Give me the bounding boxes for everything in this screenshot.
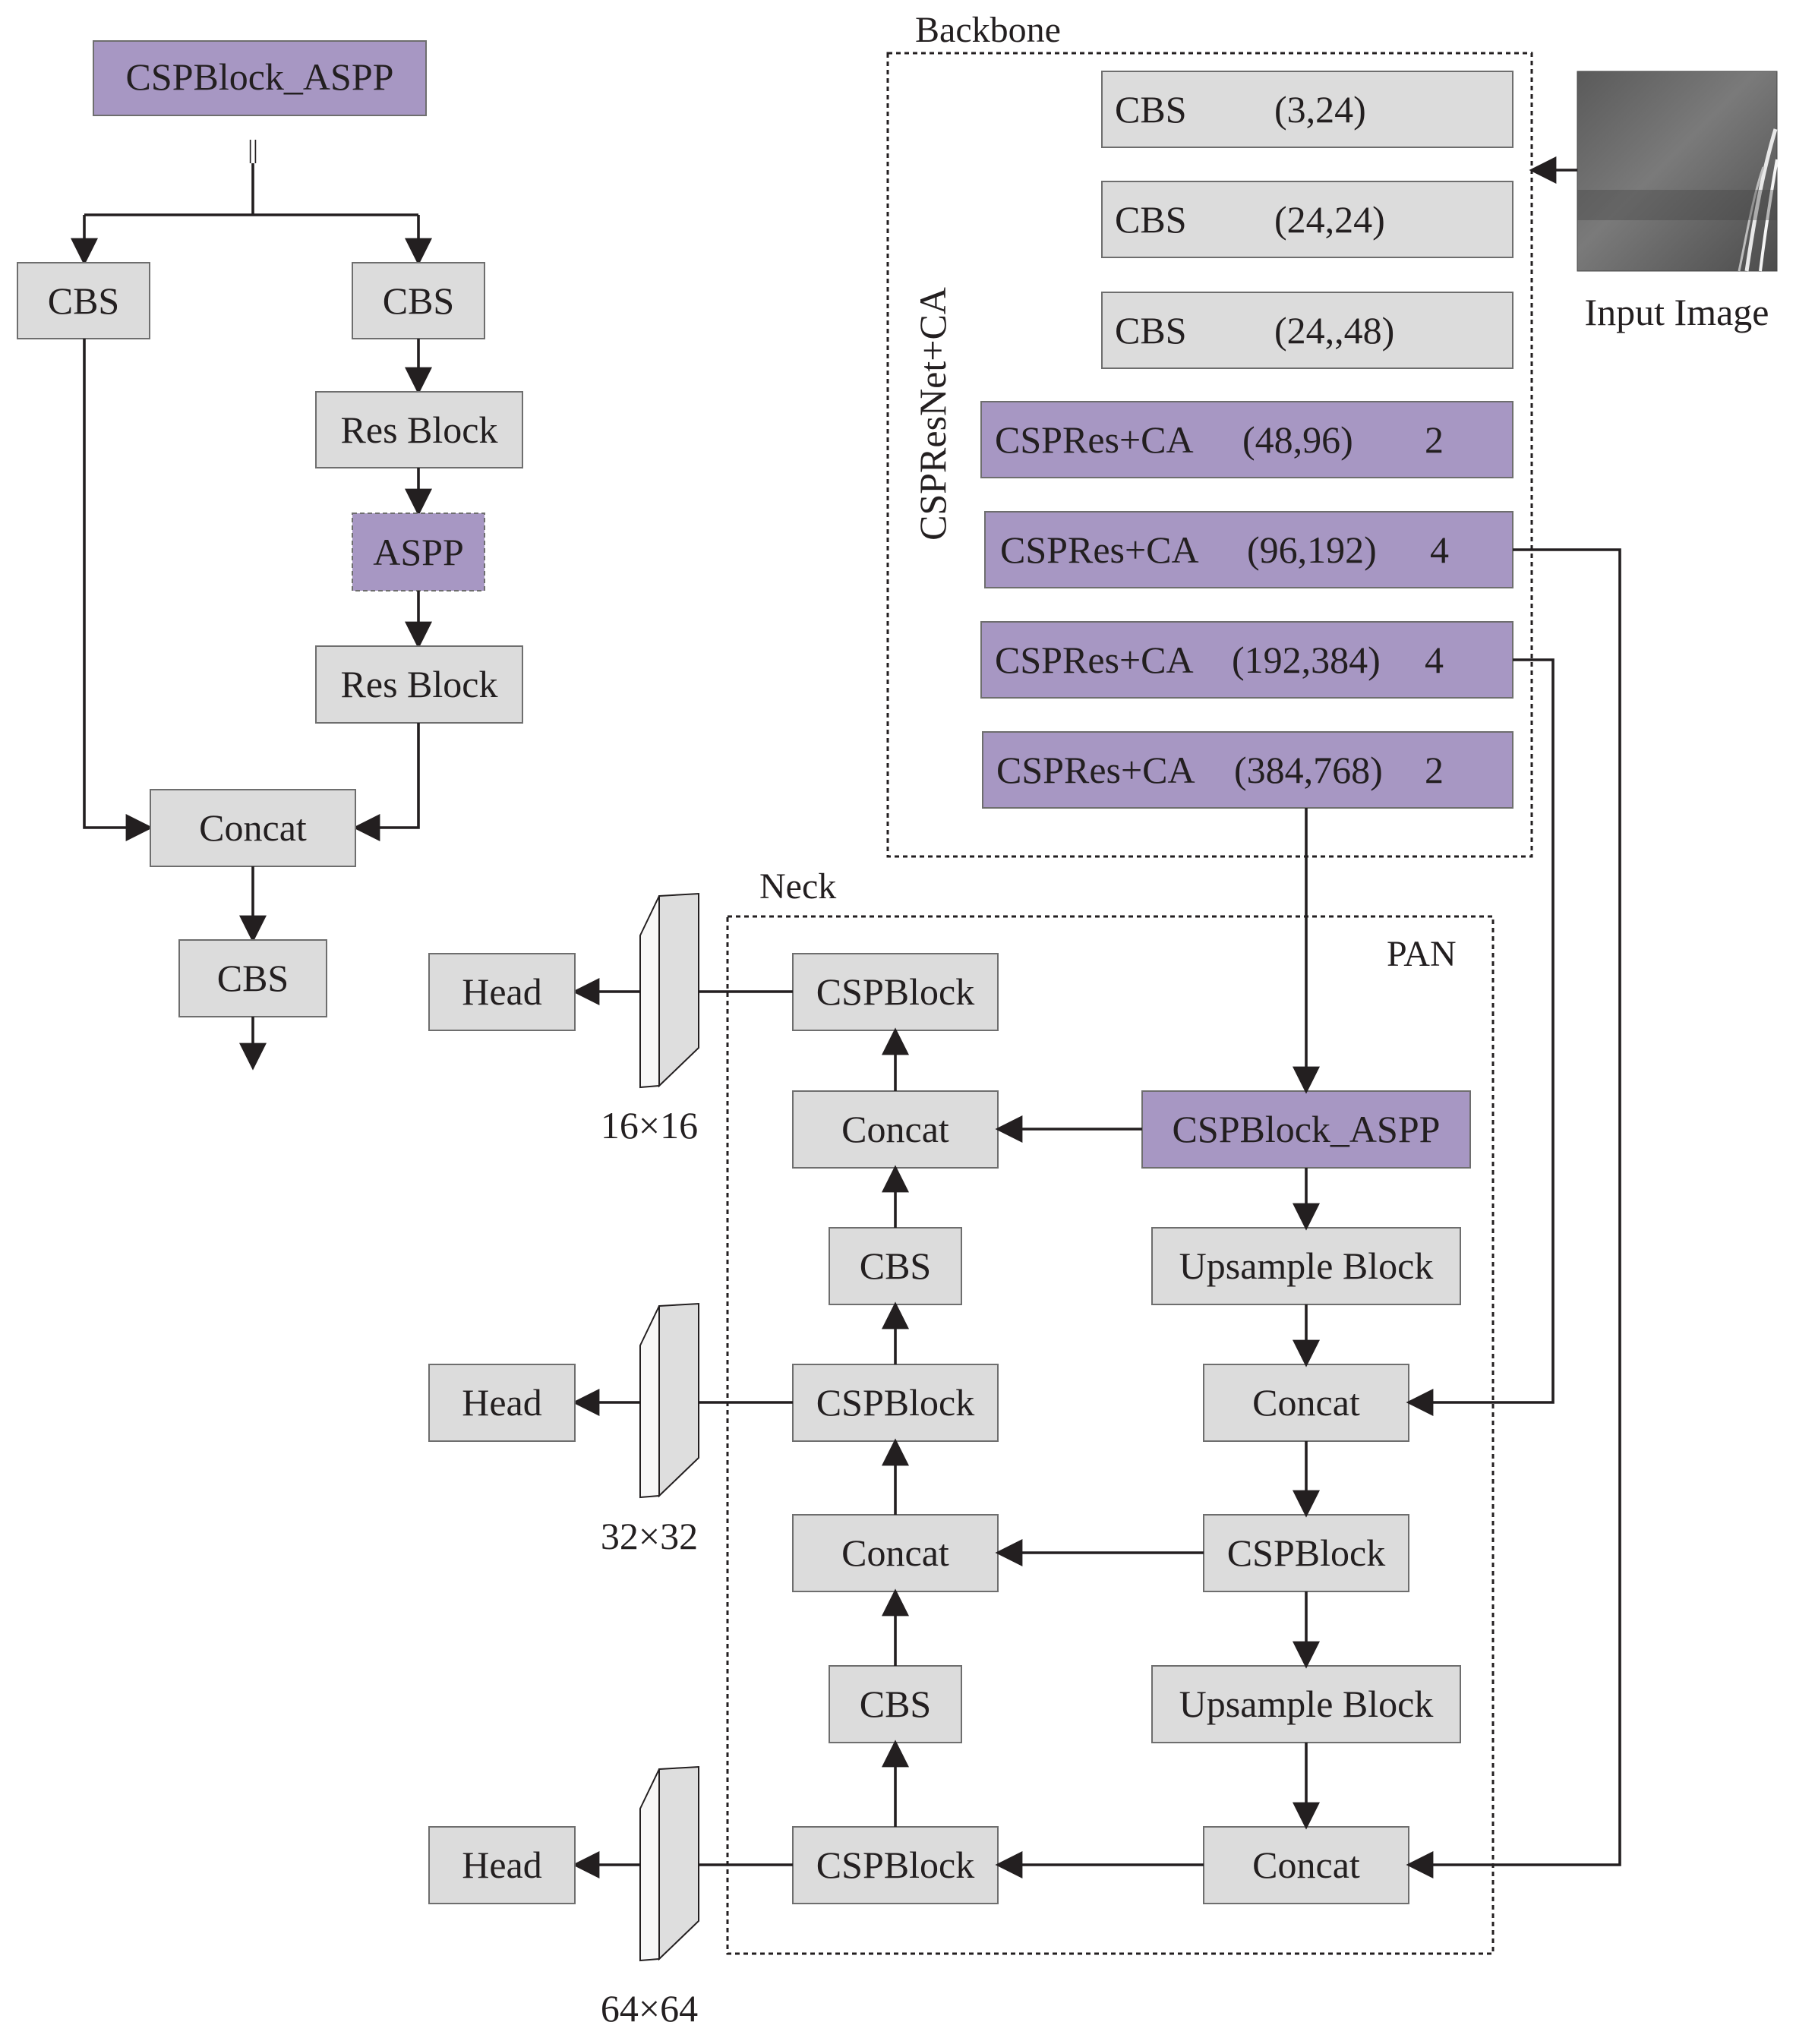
backbone-layer-7-name: CSPRes+CA — [996, 749, 1195, 791]
head-2-box — [428, 1364, 576, 1442]
backbone-layer-2-box — [1101, 181, 1514, 258]
pan-label: PAN — [1387, 934, 1457, 974]
backbone-layer-7-repeat: 2 — [1425, 749, 1444, 791]
neck-left-concat-top-box — [792, 1090, 999, 1169]
neck-left-concat-mid-box — [792, 1514, 999, 1592]
detail-left-cbs: CBS — [48, 279, 120, 322]
neck-frame — [726, 915, 1495, 1955]
backbone-layer-1-name: CBS — [1115, 88, 1187, 131]
neck-left-cspblock-mid-box — [792, 1364, 999, 1442]
detail-out-cbs: CBS — [217, 957, 289, 999]
split-connector — [84, 163, 418, 216]
neck-left-cspblock-mid: CSPBlock — [816, 1381, 974, 1424]
neck-right-cspblock-box — [1203, 1514, 1409, 1592]
neck-right-concat-2: Concat — [1252, 1844, 1360, 1886]
cspblock-aspp-detail: CSPBlock_ASPP || CBS CBS Res Block ASPP … — [17, 40, 523, 1071]
detail-title: CSPBlock_ASPP — [126, 55, 394, 98]
backbone-layer-4-name: CSPRes+CA — [995, 418, 1194, 461]
neck-right-concat-1-box — [1203, 1364, 1409, 1442]
backbone-layer-3-box — [1101, 292, 1514, 369]
neck-left-cspblock-top: CSPBlock — [816, 970, 974, 1013]
backbone-layer-2-name: CBS — [1115, 198, 1187, 241]
neck-right-cspblock: CSPBlock — [1227, 1531, 1385, 1574]
detail-aspp-box — [352, 513, 485, 591]
neck-upsample-1-box — [1151, 1227, 1461, 1305]
backbone-frame — [886, 52, 1533, 858]
neck-right-concat-1: Concat — [1252, 1381, 1360, 1424]
head-3: Head — [462, 1844, 542, 1886]
heads-section: 16×16 Head 32×32 Head 64×64 Head — [428, 892, 793, 2030]
backbone-layer-2-channels: (24,24) — [1274, 198, 1385, 241]
head-1: Head — [462, 970, 542, 1013]
neck-label: Neck — [759, 866, 836, 907]
backbone-layer-4-channels: (48,96) — [1242, 418, 1353, 461]
head-3-box — [428, 1826, 576, 1904]
detail-left-cbs-box — [17, 262, 150, 339]
backbone-layer-4-box — [980, 401, 1514, 478]
backbone-layer-5-box — [984, 511, 1514, 588]
skip-layer5-to-concat2 — [1406, 548, 1621, 1878]
input-image — [1577, 71, 1779, 272]
detail-concat-box — [150, 789, 356, 867]
backbone-layer-3-channels: (24,,48) — [1274, 309, 1394, 352]
feature-map-32 — [639, 1302, 699, 1499]
neck-cspblock-aspp: CSPBlock_ASPP — [1173, 1108, 1441, 1150]
detail-out-cbs-box — [178, 939, 327, 1017]
backbone-side-label: CSPResNet+CA — [911, 287, 954, 541]
detail-right-cbs: CBS — [383, 279, 455, 322]
backbone-layer-6-name: CSPRes+CA — [995, 639, 1194, 681]
detail-res-block-2: Res Block — [341, 663, 498, 705]
backbone-layer-6-channels: (192,384) — [1232, 639, 1381, 681]
skip-layer6-to-concat1 — [1406, 658, 1555, 1416]
feature-map-16 — [639, 892, 699, 1089]
neck-left-cbs-lower: CBS — [860, 1683, 932, 1725]
input-image-caption: Input Image — [1585, 291, 1769, 333]
feature-map-64-label: 64×64 — [601, 1987, 698, 2030]
feature-map-32-label: 32×32 — [601, 1515, 698, 1557]
backbone-layer-3-name: CBS — [1115, 309, 1187, 352]
neck-section: Neck PAN CSPBlock_ASPP Upsample Block Co… — [726, 548, 1621, 1955]
neck-left-cspblock-top-box — [792, 953, 999, 1031]
arrow-right-to-concat — [352, 723, 420, 841]
equals-sign: || — [248, 136, 258, 164]
detail-aspp: ASPP — [373, 531, 464, 573]
neck-upsample-2-box — [1151, 1665, 1461, 1743]
neck-left-cbs-upper: CBS — [860, 1244, 932, 1287]
head-2: Head — [462, 1381, 542, 1424]
neck-left-cspblock-bottom: CSPBlock — [816, 1844, 974, 1886]
backbone-layer-6-repeat: 4 — [1425, 639, 1444, 681]
neck-upsample-2: Upsample Block — [1179, 1683, 1434, 1725]
backbone-layer-7-channels: (384,768) — [1234, 749, 1383, 791]
backbone-layer-1-box — [1101, 71, 1514, 148]
neck-left-concat-mid: Concat — [841, 1531, 949, 1574]
arrow-left-to-concat — [83, 339, 153, 841]
backbone-label: Backbone — [915, 10, 1061, 50]
head-1-box — [428, 953, 576, 1031]
feature-map-64 — [639, 1765, 699, 1962]
backbone-layer-4-repeat: 2 — [1425, 418, 1444, 461]
neck-left-cspblock-bottom-box — [792, 1826, 999, 1904]
neck-upsample-1: Upsample Block — [1179, 1244, 1434, 1287]
backbone-layer-7-box — [982, 731, 1514, 809]
detail-title-box — [93, 40, 427, 116]
backbone-layer-5-channels: (96,192) — [1247, 528, 1377, 571]
backbone-section: Backbone CSPResNet+CA CBS (3,24) CBS (24… — [886, 10, 1779, 858]
backbone-layer-6-box — [980, 621, 1514, 699]
backbone-layer-5-name: CSPRes+CA — [1000, 528, 1199, 571]
detail-res-block-1: Res Block — [341, 408, 498, 451]
backbone-layer-5-repeat: 4 — [1430, 528, 1449, 571]
neck-left-concat-top: Concat — [841, 1108, 949, 1150]
detail-right-cbs-box — [352, 262, 485, 339]
feature-map-16-label: 16×16 — [601, 1104, 698, 1147]
detail-concat: Concat — [199, 806, 307, 849]
neck-right-concat-2-box — [1203, 1826, 1409, 1904]
backbone-layer-1-channels: (3,24) — [1274, 88, 1366, 131]
neck-cspblock-aspp-box — [1141, 1090, 1471, 1169]
